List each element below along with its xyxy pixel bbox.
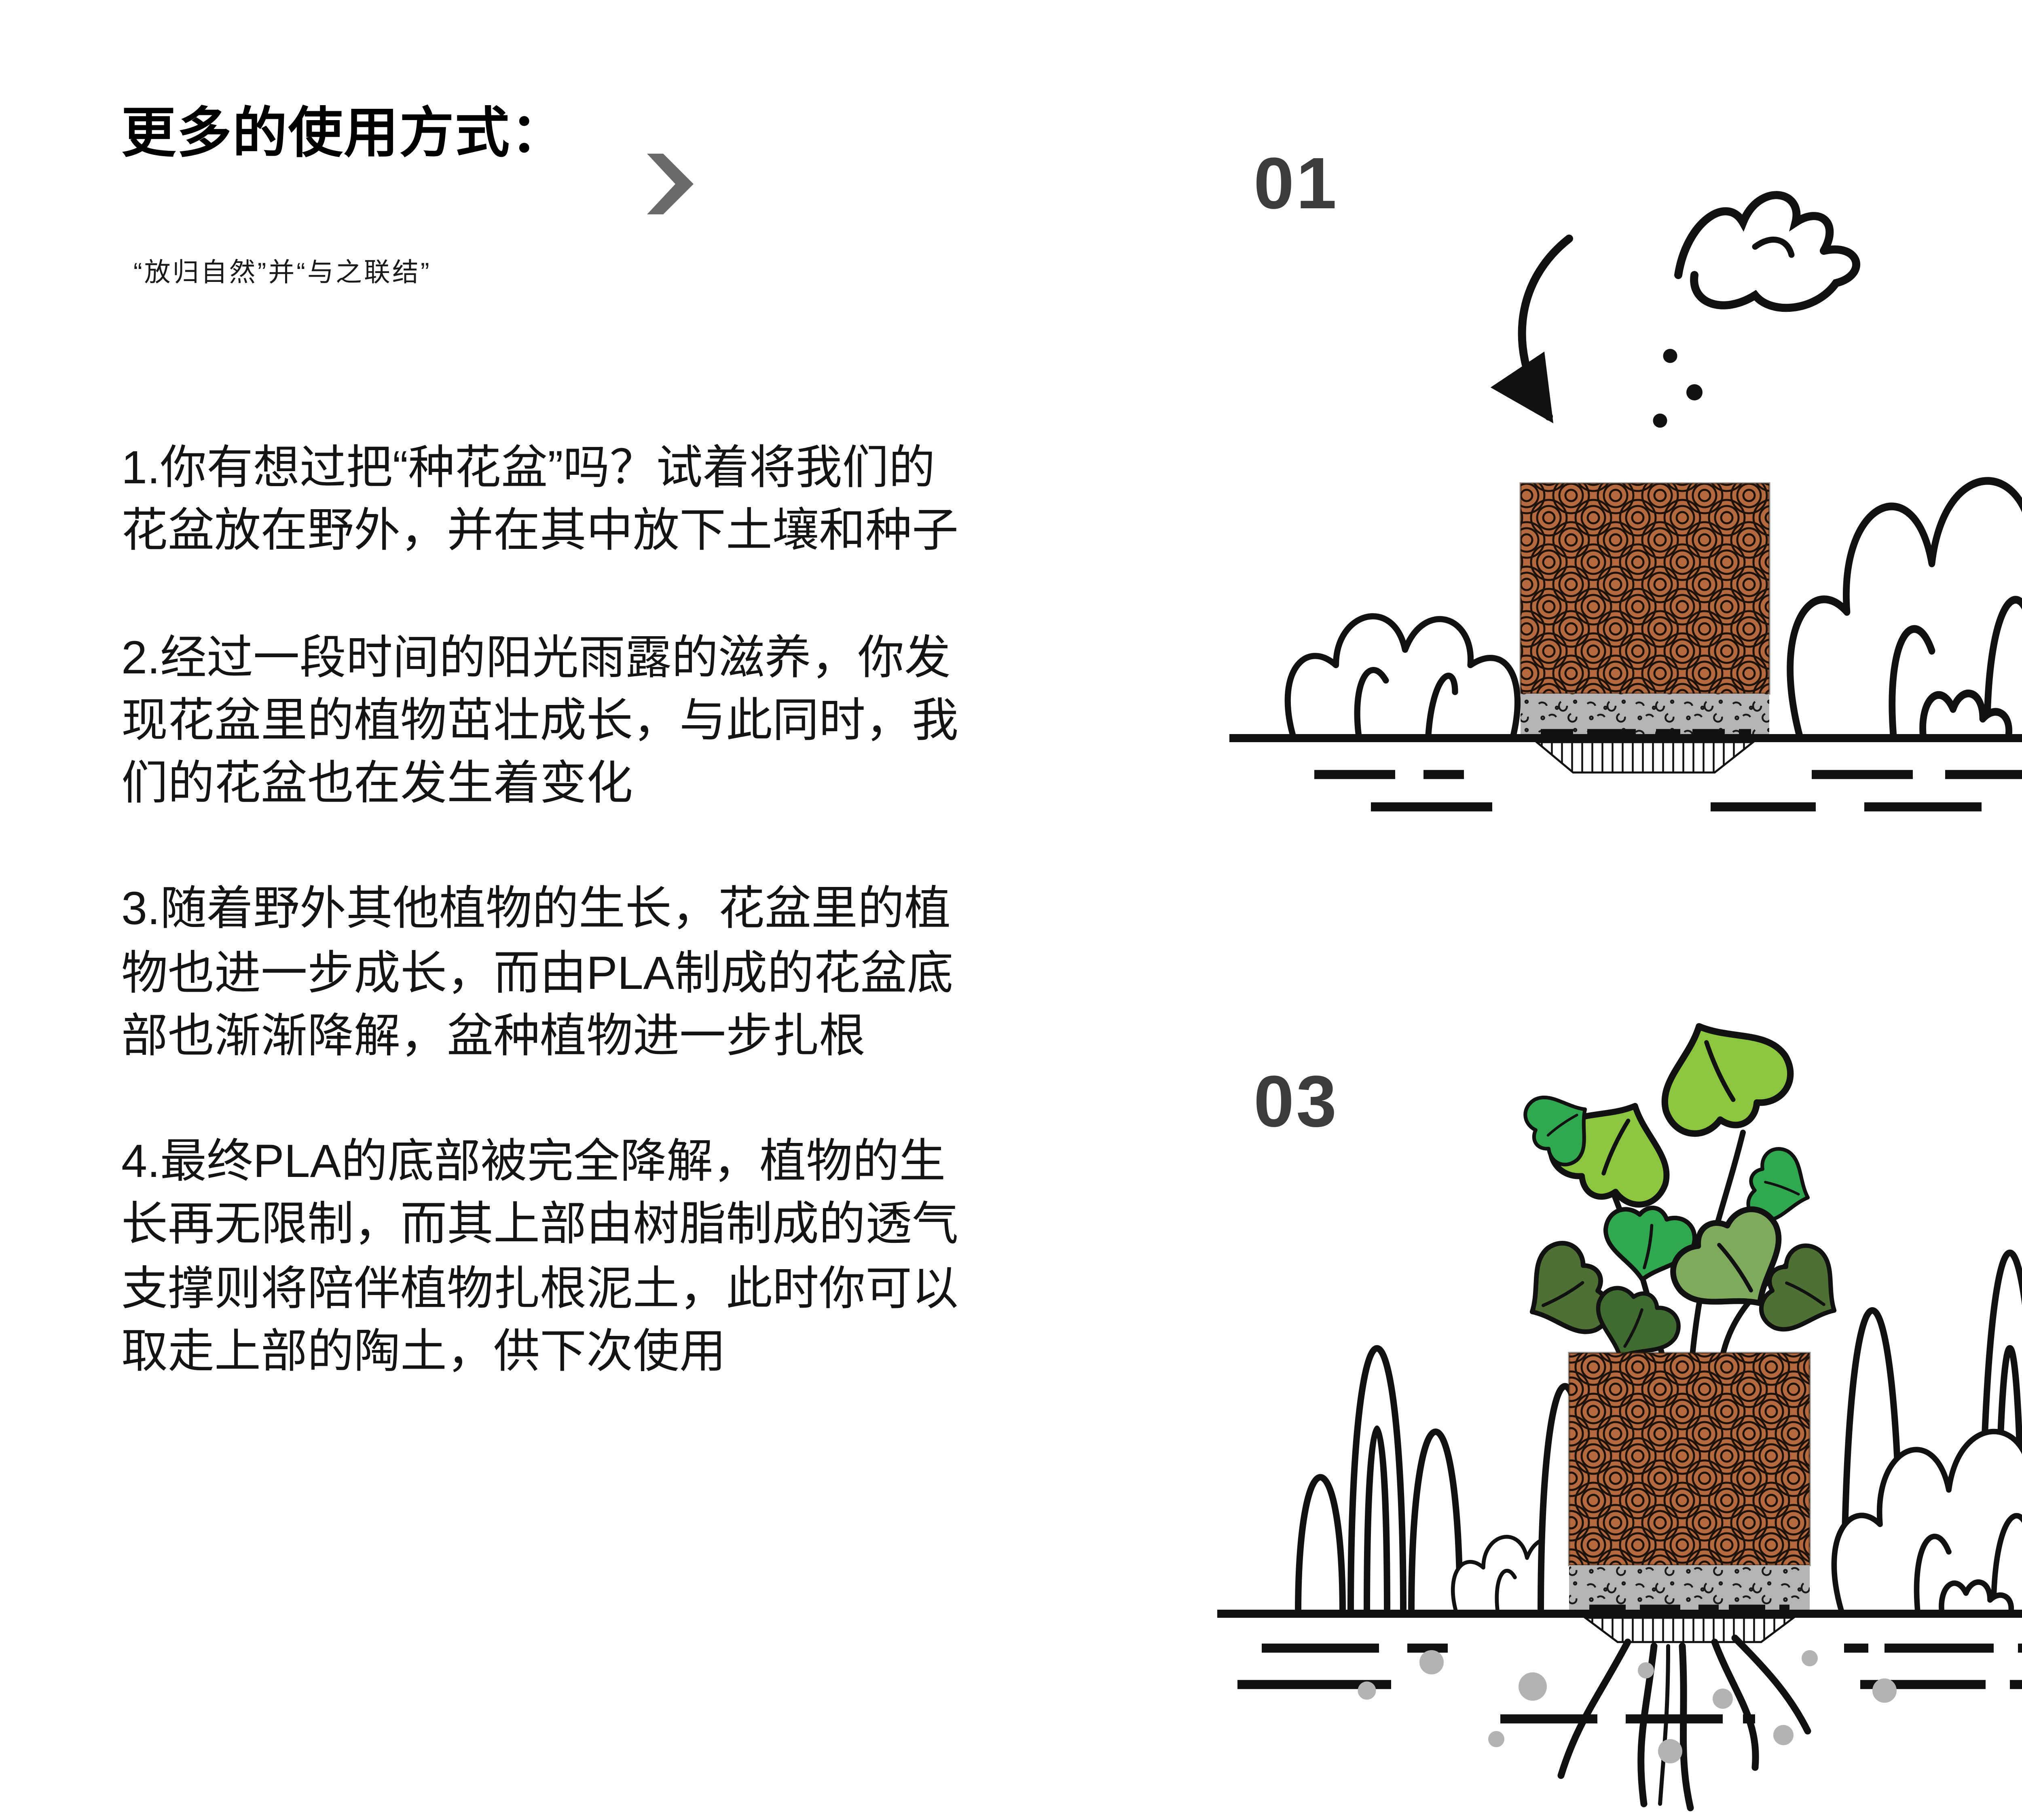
instruction-step-4: 4.最终PLA的底部被完全降解，植物的生长再无限制，而其上部由树脂制成的透气支撑… (121, 1134, 958, 1377)
pot-pla-base (1582, 1617, 1797, 1643)
pot-clay-body (1519, 482, 1770, 695)
title-row: 更多的使用方式： (121, 101, 971, 214)
page-title: 更多的使用方式： (121, 103, 566, 164)
chevron-right-icon (647, 154, 694, 214)
step-03-illustration (1217, 1011, 2022, 1812)
tall-plants-illustration-left (1295, 1345, 1598, 1617)
pot-illustration (1568, 1352, 1811, 1612)
tall-plants-illustration-right (1834, 1249, 2022, 1617)
step-number: 03 (1254, 1060, 1339, 1143)
pot-illustration (1519, 482, 1770, 736)
instruction-step-2: 2.经过一段时间的阳光雨露的滋养，你发现花盆里的植物茁壮成长，与此同时，我们的花… (121, 630, 958, 809)
bush-illustration-left (1288, 616, 1517, 738)
instruction-paragraphs: 1.你有想过把“种花盆”吗？试着将我们的花盆放在野外，并在其中放下土壤和种子 2… (121, 437, 958, 1446)
pot-pla-band (1569, 1565, 1810, 1612)
instruction-step-3: 3.随着野外其他植物的生长，花盆里的植物也进一步成长，而由PLA制成的花盆底部也… (121, 882, 954, 1062)
bush-illustration-right (1790, 481, 2022, 738)
pot-clay-body (1568, 1352, 1811, 1566)
seed-dots (1653, 349, 1703, 428)
instructions-column: 更多的使用方式： “放归自然”并“与之联结” (121, 101, 971, 289)
soil-dashes (1237, 1643, 2022, 1724)
soil-particles (1358, 1650, 1897, 1763)
soil-dashes (1314, 770, 2022, 812)
hand-sketch-icon (1674, 191, 1861, 312)
step-panel-01: 01 (1193, 73, 2022, 1007)
subtitle: “放归自然”并“与之联结” (133, 257, 431, 287)
pot-pla-base (1534, 741, 1756, 774)
instruction-step-1: 1.你有想过把“种花盆”吗？试着将我们的花盆放在野外，并在其中放下土壤和种子 (121, 441, 958, 557)
plant-illustration (1508, 1011, 1857, 1374)
drop-arrow-icon (1490, 235, 1573, 423)
step-01-illustration (1229, 191, 2022, 812)
step-number: 01 (1254, 142, 1339, 224)
step-panel-03: 03 (1193, 1011, 2022, 1812)
